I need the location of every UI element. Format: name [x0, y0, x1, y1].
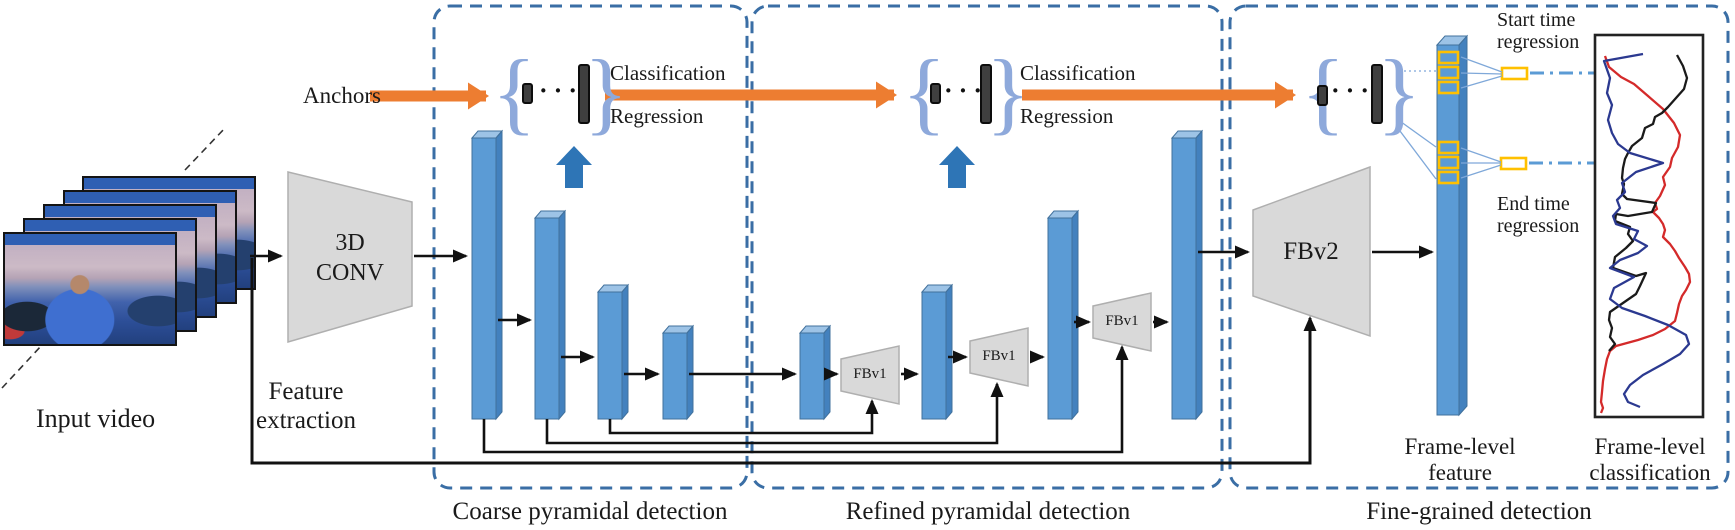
feature-extraction-label: Feature extraction [256, 378, 356, 434]
coarse-section-label: Coarse pyramidal detection [452, 498, 728, 525]
anchor-large-bar [1371, 64, 1383, 124]
fbv1-label-3: FBv1 [1105, 313, 1139, 329]
frame-classification-plot-box [1593, 33, 1705, 419]
stack-continuation-dash [1, 344, 43, 389]
frame-level-feature-label: Frame-level feature [1404, 434, 1516, 486]
refined-pyramid-bar-2 [920, 283, 954, 421]
anchor-large-bar [578, 64, 590, 124]
classification-curve-navy [1602, 52, 1691, 409]
refined-pyramid-bar-1 [798, 324, 832, 421]
start-time-regression-label: Start time regression [1497, 9, 1580, 53]
stack-continuation-dash [184, 127, 226, 171]
anchor-small-bar [1317, 85, 1328, 106]
anchor-large-bar [980, 64, 992, 124]
video-frame [3, 232, 177, 346]
classification-curve-black [1607, 54, 1689, 352]
brace-close-icon: } [584, 41, 629, 143]
conv3d-block [287, 171, 413, 343]
end-anchor-fan-lines [1460, 147, 1502, 179]
coarse-pyramid-bar-2 [533, 209, 567, 421]
brace-close-icon: } [1377, 41, 1422, 143]
start-anchor-fan-lines [1460, 56, 1503, 89]
skip-input-to-fbv2 [250, 258, 1317, 465]
column-anchor-boxes-end [1437, 140, 1460, 185]
refined-pyramid-bar-4 [1170, 129, 1204, 421]
coarse-predict-up-arrow [556, 146, 592, 188]
anchor-dots: ··· [944, 76, 989, 105]
fine-section-label: Fine-grained detection [1366, 498, 1592, 525]
skip-bar3-to-fb1 [608, 399, 879, 435]
conv3d-label: 3D CONV [315, 230, 384, 286]
anchorset-column-connector [1396, 126, 1437, 180]
refined-classification-label: Classification [1020, 61, 1136, 85]
fbv1-block-3 [1092, 292, 1152, 352]
anchor-dots: ··· [539, 76, 584, 105]
coarse-pyramid-bar-1 [470, 129, 504, 421]
skip-bar2-to-fb2 [545, 382, 1004, 445]
fbv2-label: FBv2 [1283, 238, 1339, 265]
fbv1-label-2: FBv1 [982, 348, 1016, 364]
coarse-section-box [432, 4, 749, 490]
end-time-anchor-box [1499, 156, 1528, 171]
start-time-anchor-box [1500, 66, 1529, 81]
input-video-label: Input video [36, 404, 156, 433]
anchorset-column-connector [1396, 118, 1437, 148]
refined-pyramid-bar-3 [1046, 209, 1080, 421]
coarse-regression-label: Regression [610, 104, 704, 128]
refined-predict-up-arrow [939, 146, 975, 188]
column-anchor-boxes-start [1437, 50, 1460, 95]
frame-level-classification-label: Frame-level classification [1589, 434, 1711, 486]
skip-bar1-to-fb3 [482, 345, 1129, 454]
end-time-regression-label: End time regression [1497, 193, 1580, 237]
anchor-dots: ··· [1331, 76, 1376, 105]
fbv1-label-1: FBv1 [853, 366, 887, 382]
fbv1-block-2 [969, 327, 1029, 387]
anchors-label: Anchors [303, 83, 381, 108]
refined-section-label: Refined pyramidal detection [845, 498, 1131, 525]
anchor-small-bar [930, 83, 941, 104]
coarse-classification-label: Classification [610, 61, 726, 85]
coarse-pyramid-bar-4 [661, 324, 695, 421]
coarse-pyramid-bar-3 [596, 283, 630, 421]
fine-section-box [1228, 4, 1730, 490]
refined-section-box [750, 4, 1224, 490]
fbv2-block [1252, 165, 1371, 338]
brace-close-icon: } [986, 41, 1031, 143]
anchor-small-bar [522, 83, 533, 104]
refined-regression-label: Regression [1020, 104, 1114, 128]
fbv1-block-1 [840, 345, 900, 405]
frame-level-feature-column [1435, 34, 1469, 417]
